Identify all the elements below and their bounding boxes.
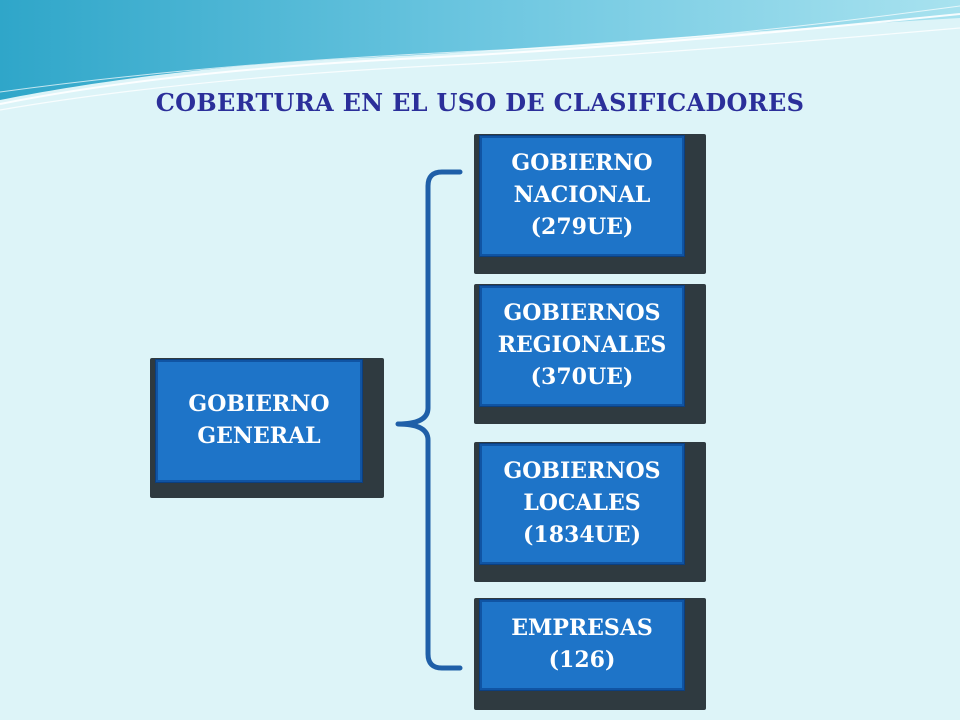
node-line: NACIONAL	[513, 182, 651, 209]
node-line: GOBIERNOS	[503, 458, 661, 485]
node-line: GENERAL	[197, 423, 321, 449]
node-line: (279UE)	[530, 213, 634, 240]
node-line: LOCALES	[523, 490, 641, 517]
node-gobierno-nacional: GOBIERNO NACIONAL (279UE)	[480, 136, 684, 256]
node-gobiernos-regionales: GOBIERNOS REGIONALES (370UE)	[480, 286, 684, 406]
node-gobiernos-locales: GOBIERNOS LOCALES (1834UE)	[480, 444, 684, 564]
node-line: GOBIERNOS	[503, 300, 661, 327]
node-line: GOBIERNO	[511, 150, 653, 177]
node-empresas: EMPRESAS (126)	[480, 600, 684, 690]
node-gobierno-general: GOBIERNO GENERAL	[156, 360, 362, 482]
node-line: (1834UE)	[522, 521, 641, 548]
node-line: EMPRESAS	[511, 615, 653, 642]
node-line: (126)	[548, 647, 616, 673]
node-line: GOBIERNO	[188, 391, 330, 418]
diagram-title: COBERTURA EN EL USO DE CLASIFICADORES	[155, 88, 805, 117]
node-line: (370UE)	[530, 363, 634, 390]
decorative-wave-header	[0, 0, 960, 111]
node-line: REGIONALES	[497, 332, 667, 359]
